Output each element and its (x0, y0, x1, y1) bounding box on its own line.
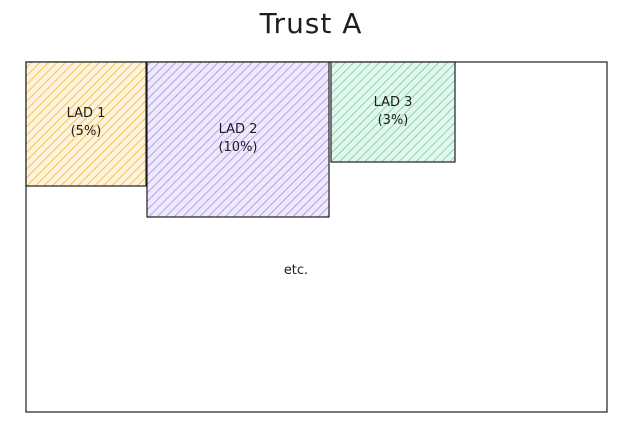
diagram-title: Trust A (259, 7, 363, 40)
lad-2-percent: (10%) (218, 140, 257, 155)
lad-3-name: LAD 3 (374, 95, 413, 110)
lad-2-box: LAD 2 (10%) (146, 61, 330, 218)
lad-1-name: LAD 1 (67, 106, 106, 121)
etc-label: etc. (284, 263, 308, 278)
lad-1-box: LAD 1 (5%) (25, 61, 147, 187)
lad-1-percent: (5%) (71, 124, 102, 139)
lad-3-box: LAD 3 (3%) (330, 61, 456, 163)
lad-2-name: LAD 2 (219, 122, 258, 137)
lad-3-percent: (3%) (378, 113, 409, 128)
